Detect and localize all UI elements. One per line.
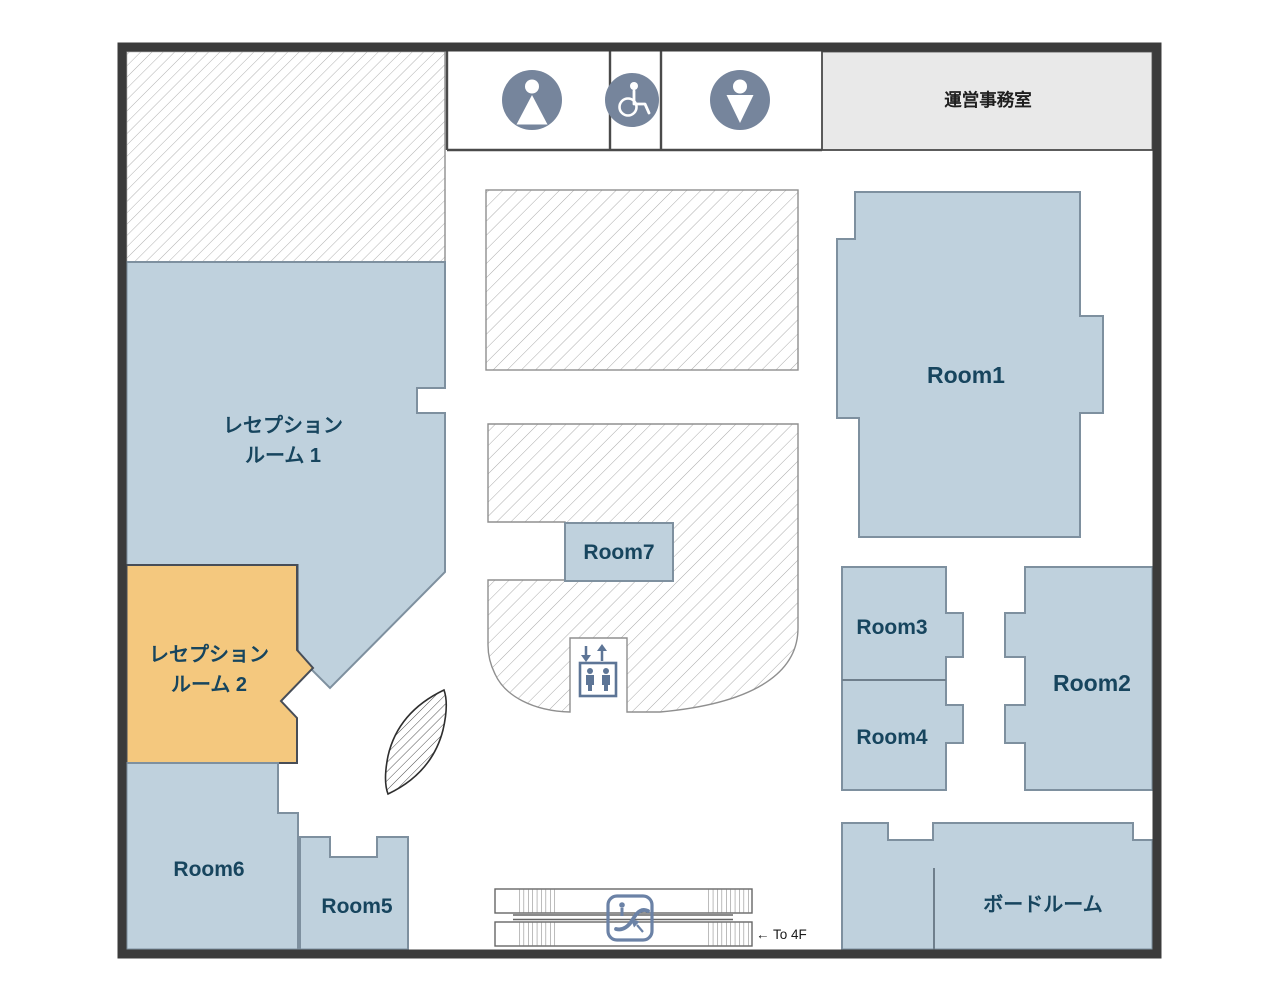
room7-area <box>564 522 674 582</box>
escalator: ← To 4F <box>494 888 807 947</box>
reception-room-2-label-line1: レセプション <box>149 643 269 666</box>
room6-area <box>125 762 299 951</box>
elevator-icon <box>578 644 618 698</box>
room2-label: Room2 <box>1053 670 1131 696</box>
boardroom-label: ボードルーム <box>983 893 1102 916</box>
room5-label: Room5 <box>321 895 392 918</box>
room6-label: Room6 <box>173 858 244 881</box>
escalator-icon <box>606 894 654 942</box>
reception-room-1-label-line1: レセプション <box>223 414 343 437</box>
boardroom-area <box>841 822 1154 951</box>
room1-area <box>836 191 1104 538</box>
to-4f-annotation: ← To 4F <box>756 927 807 942</box>
hatched-area-top-left <box>125 50 446 263</box>
hatched-area-center-top <box>485 189 799 371</box>
outer-wall <box>117 42 1162 959</box>
wheelchair-accessible-icon <box>605 73 659 127</box>
reception-room-1-label-line2: ルーム 1 <box>245 445 321 467</box>
operations-office-label: 運営事務室 <box>944 90 1032 110</box>
room7-label: Room7 <box>583 541 654 564</box>
room5-area <box>299 836 409 951</box>
female-restroom-icon <box>710 70 770 130</box>
male-restroom-icon <box>502 70 562 130</box>
room4-label: Room4 <box>856 726 927 749</box>
leaf-planter-shape <box>384 688 448 796</box>
room3-room4-area <box>841 566 964 791</box>
room3-label: Room3 <box>856 616 927 639</box>
room1-label: Room1 <box>927 362 1005 388</box>
reception-room-2-label-line2: ルーム 2 <box>171 674 247 696</box>
